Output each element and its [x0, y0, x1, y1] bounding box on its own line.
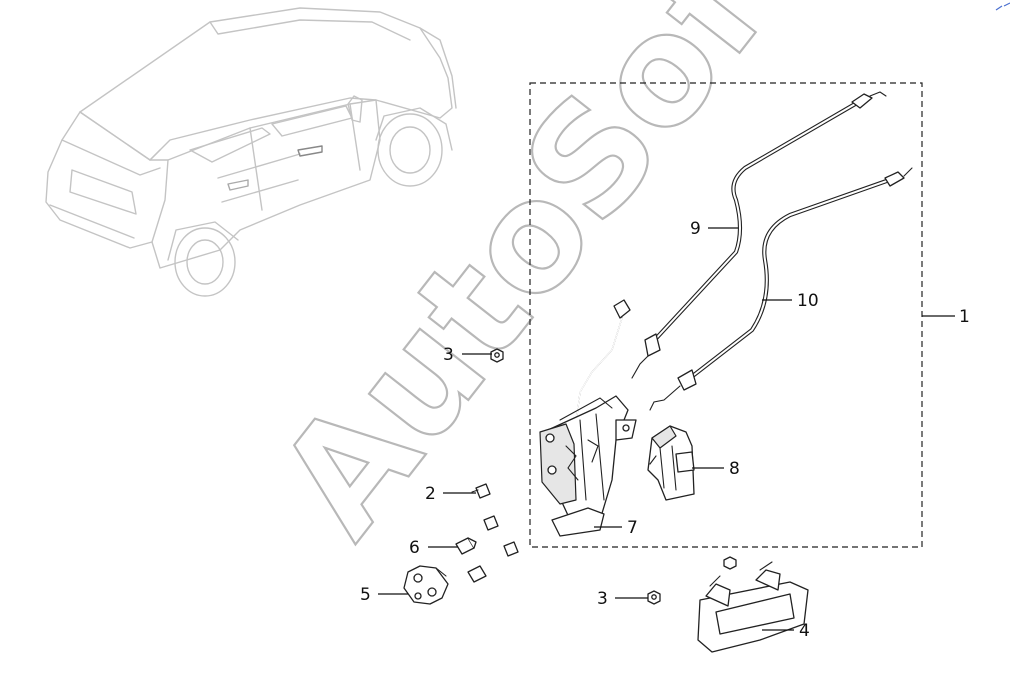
callout-2: 2 — [425, 484, 436, 504]
screws-part-6 — [455, 515, 519, 583]
callout-6: 6 — [409, 538, 420, 558]
nut-part-3-upper — [490, 348, 504, 363]
callout-4: 4 — [799, 621, 810, 641]
door-lock-latch-part-7 — [539, 395, 637, 537]
bolt-part-2 — [471, 483, 491, 499]
screw-4 — [467, 565, 487, 583]
cable-part-9 — [631, 91, 887, 379]
latch-rod — [573, 299, 631, 441]
callout-3-upper: 3 — [443, 345, 454, 365]
callout-9: 9 — [690, 219, 701, 239]
callout-8: 8 — [729, 459, 740, 479]
callout-labels: 1 2 3 3 4 5 6 7 8 9 10 — [360, 219, 970, 641]
nut-part-3-lower — [647, 590, 661, 605]
striker-plate-part-5 — [403, 565, 449, 605]
vehicle-reference-illustration — [45, 7, 457, 297]
callout-1: 1 — [959, 307, 970, 327]
cable-part-10 — [649, 167, 913, 411]
callout-7: 7 — [627, 518, 638, 538]
assembly-boundary — [529, 82, 923, 548]
corner-mark — [995, 2, 1010, 11]
door-handle-part-4 — [697, 556, 809, 653]
callout-10: 10 — [797, 291, 819, 311]
callout-5: 5 — [360, 585, 371, 605]
screw-3 — [503, 541, 519, 557]
lock-actuator-part-8 — [647, 425, 695, 501]
leader-lines — [378, 227, 955, 631]
screw-1 — [455, 537, 477, 555]
screw-2 — [483, 515, 499, 531]
callout-3-lower: 3 — [597, 589, 608, 609]
